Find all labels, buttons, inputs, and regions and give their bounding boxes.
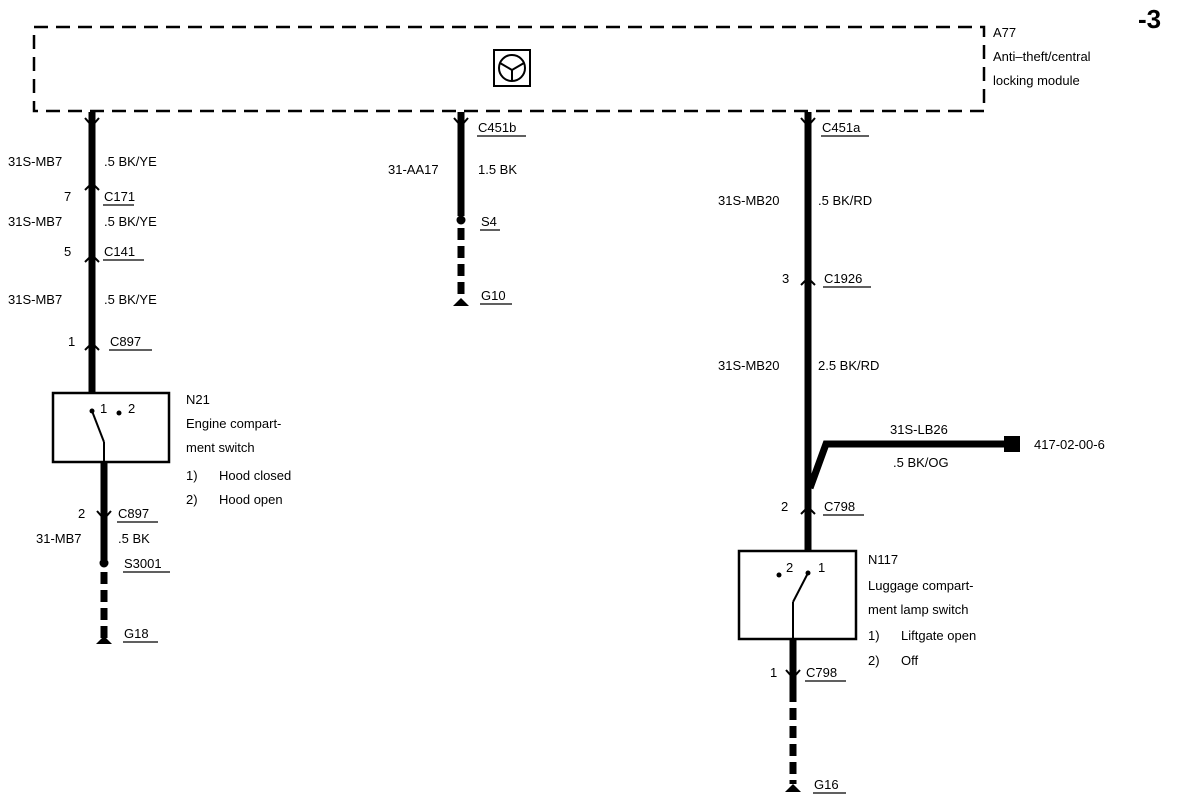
connector-chevron	[84, 341, 100, 351]
connector-c1926[interactable]: C1926	[824, 271, 862, 286]
splice-dot	[456, 215, 466, 225]
connector-c171[interactable]: C171	[104, 189, 135, 204]
connector-chevron	[800, 276, 816, 286]
steering-wheel-icon	[493, 49, 531, 87]
wire-label: .5 BK/YE	[104, 292, 157, 307]
connector-chevron	[785, 669, 801, 680]
state-text: Hood open	[219, 492, 283, 507]
connector-c141[interactable]: C141	[104, 244, 135, 259]
connector-chevron	[84, 181, 100, 191]
switch-name-line2: ment lamp switch	[868, 602, 968, 617]
module-name-line2: locking module	[993, 73, 1080, 88]
circuit-label: 31S-LB26	[890, 422, 948, 437]
pin-label: 7	[64, 189, 71, 204]
circuit-label: 31S-MB7	[8, 154, 62, 169]
switch-pin1: 1	[818, 560, 825, 575]
reference-link[interactable]: 417-02-00-6	[1034, 437, 1105, 452]
connector-c798-bottom[interactable]: C798	[806, 665, 837, 680]
reference-arrow-icon	[1004, 436, 1020, 452]
state-number: 1)	[186, 468, 198, 483]
middle-branch: C451b 31-AA17 1.5 BK S4 G10	[388, 112, 526, 306]
switch-pin2: 2	[786, 560, 793, 575]
circuit-label: 31-MB7	[36, 531, 82, 546]
state-number: 2)	[186, 492, 198, 507]
right-branch: C451a 31S-MB20 .5 BK/RD 3 C1926 31S-MB20…	[718, 112, 1105, 794]
ground-icon	[453, 298, 469, 306]
pin-label: 1	[770, 665, 777, 680]
module-a77[interactable]: A77 Anti–theft/central locking module	[32, 25, 1091, 113]
ground-g10[interactable]: G10	[481, 288, 506, 303]
wire-label: .5 BK/RD	[818, 193, 872, 208]
pin-label: 2	[781, 499, 788, 514]
connector-c897-top[interactable]: C897	[110, 334, 141, 349]
connector-c798-top[interactable]: C798	[824, 499, 855, 514]
switch-n21[interactable]: 1 2	[51, 391, 171, 464]
wire-label: 1.5 BK	[478, 162, 517, 177]
state-text: Hood closed	[219, 468, 291, 483]
module-name-line1: Anti–theft/central	[993, 49, 1091, 64]
connector-chevron	[84, 253, 100, 263]
circuit-label: 31S-MB7	[8, 214, 62, 229]
pin-label: 2	[78, 506, 85, 521]
wire-label: .5 BK/OG	[893, 455, 949, 470]
switch-id: N117	[868, 552, 898, 567]
circuit-label: 31S-MB7	[8, 292, 62, 307]
pin-label: 5	[64, 244, 71, 259]
wire-31s-lb26[interactable]	[806, 440, 1012, 490]
switch-contact-arm	[91, 410, 105, 443]
connector-chevron	[800, 117, 816, 128]
module-id: A77	[993, 25, 1016, 40]
state-text: Off	[901, 653, 918, 668]
connector-chevron	[96, 510, 112, 521]
switch-pin2: 2	[128, 401, 135, 416]
ground-g16[interactable]: G16	[814, 777, 839, 792]
state-text: Liftgate open	[901, 628, 976, 643]
ground-g18[interactable]: G18	[124, 626, 149, 641]
ground-icon	[785, 784, 801, 792]
switch-pin1: 1	[100, 401, 107, 416]
splice-dot	[99, 558, 109, 568]
connector-c897-bottom[interactable]: C897	[118, 506, 149, 521]
connector-chevron	[453, 117, 469, 128]
page-number: -3	[1138, 4, 1161, 34]
state-number: 2)	[868, 653, 880, 668]
circuit-label: 31-AA17	[388, 162, 439, 177]
wire-label: .5 BK/YE	[104, 154, 157, 169]
state-number: 1)	[868, 628, 880, 643]
pin-label: 1	[68, 334, 75, 349]
switch-contact-arm	[792, 572, 809, 603]
circuit-label: 31S-MB20	[718, 193, 779, 208]
switch-name-line1: Luggage compart-	[868, 578, 974, 593]
pin-label: 3	[782, 271, 789, 286]
splice-s4[interactable]: S4	[481, 214, 497, 229]
wire-label: .5 BK	[118, 531, 150, 546]
switch-name-line1: Engine compart-	[186, 416, 281, 431]
switch-name-line2: ment switch	[186, 440, 255, 455]
connector-chevron	[800, 505, 816, 515]
splice-s3001[interactable]: S3001	[124, 556, 162, 571]
wire-label: .5 BK/YE	[104, 214, 157, 229]
circuit-label: 31S-MB20	[718, 358, 779, 373]
connector-c451b[interactable]: C451b	[478, 120, 516, 135]
connector-c451a[interactable]: C451a	[822, 120, 861, 135]
switch-n117[interactable]: 2 1	[737, 549, 858, 641]
wire-label: 2.5 BK/RD	[818, 358, 879, 373]
ground-icon	[96, 636, 112, 644]
switch-id: N21	[186, 392, 210, 407]
left-branch: 31S-MB7 .5 BK/YE 7 C171 31S-MB7 .5 BK/YE…	[8, 112, 291, 644]
connector-chevron	[84, 117, 100, 128]
